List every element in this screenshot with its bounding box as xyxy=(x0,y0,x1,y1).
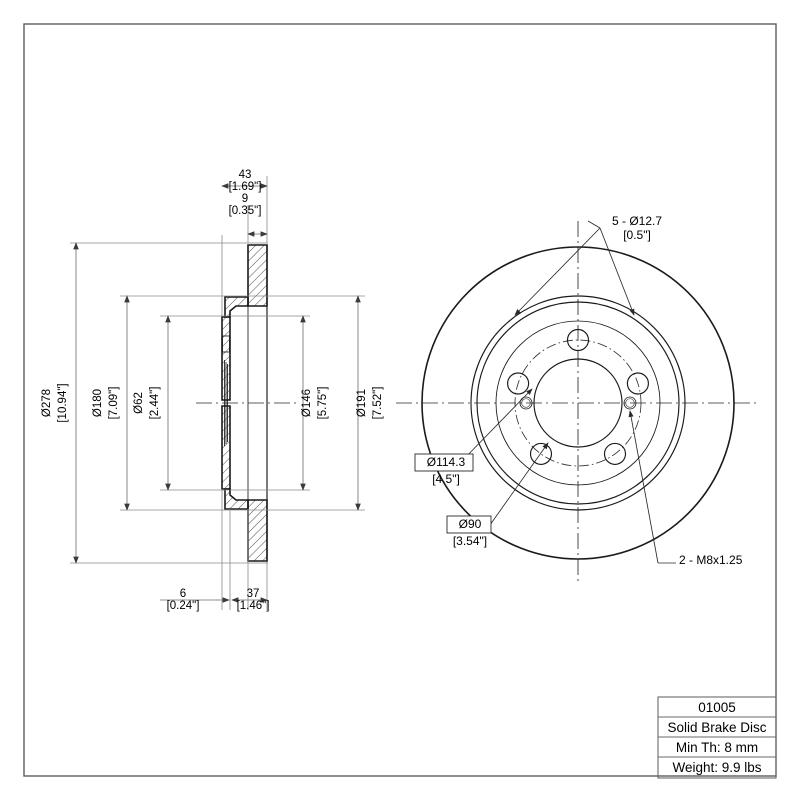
bolt-circle-callout-box xyxy=(414,453,474,472)
title-block-min-thickness: Min Th: 8 mm xyxy=(675,739,759,755)
title-block xyxy=(657,696,777,779)
front-view xyxy=(396,220,760,585)
dim-d146-metric: Ø146 xyxy=(301,388,313,418)
dim-d278-metric: Ø278 xyxy=(41,388,53,418)
callout-lug-holes-imperial: [0.5"] xyxy=(623,228,651,242)
threaded-hole xyxy=(519,396,533,410)
dim-9-metric: 9 xyxy=(241,193,249,205)
diameter-dimensions xyxy=(70,242,365,564)
dim-d180-imperial: [7.09"] xyxy=(108,386,120,420)
leader-threaded-holes xyxy=(628,410,659,564)
friction-ring-inner-circle xyxy=(470,295,686,511)
title-block-description: Solid Brake Disc xyxy=(667,719,767,735)
center-bore-callout-box xyxy=(446,515,492,534)
section-view xyxy=(70,176,365,610)
lug-hole xyxy=(507,372,530,395)
dim-9-imperial: [0.35"] xyxy=(228,205,262,217)
outer-diameter-circle xyxy=(421,246,735,560)
dim-d62-metric: Ø62 xyxy=(133,392,145,414)
lug-hole-group xyxy=(507,328,649,465)
callout-bolt-circle-imperial: [4.5"] xyxy=(432,472,460,486)
dim-d62-imperial: [2.44"] xyxy=(149,386,161,420)
dim-37-imperial: [1.46"] xyxy=(236,600,270,612)
dim-d180-metric: Ø180 xyxy=(92,388,104,418)
lug-hole xyxy=(529,442,553,465)
dim-d146-imperial: [5.75"] xyxy=(317,386,329,420)
callout-center-bore-imperial: [3.54"] xyxy=(452,534,488,548)
hat-step-circle xyxy=(495,320,661,486)
leader-lug-holes xyxy=(514,227,601,316)
lug-hole xyxy=(566,328,590,352)
dim-d191-metric: Ø191 xyxy=(356,388,368,418)
callout-lug-holes-metric: 5 - Ø12.7 xyxy=(612,214,663,228)
title-block-weight: Weight: 9.9 lbs xyxy=(672,760,762,775)
callout-bolt-circle-metric: Ø114.3 xyxy=(426,455,466,469)
dim-43-imperial: [1.69"] xyxy=(228,181,262,193)
threaded-hole xyxy=(623,396,637,410)
center-bore-circle xyxy=(533,358,623,448)
bottom-dimensions xyxy=(160,489,268,610)
threaded-hole-group xyxy=(519,396,637,410)
hat-outer-circle xyxy=(476,301,680,505)
dim-6-metric: 6 xyxy=(179,588,187,600)
sheet-border xyxy=(23,23,777,777)
title-block-part-number: 01005 xyxy=(698,699,736,715)
dim-d278-imperial: [10.94"] xyxy=(57,383,69,423)
dim-6-imperial: [0.24"] xyxy=(166,600,200,612)
dim-d191-imperial: [7.52"] xyxy=(372,386,384,420)
callout-center-bore-metric: Ø90 xyxy=(458,517,482,531)
callout-threaded-holes: 2 - M8x1.25 xyxy=(679,553,743,567)
dim-43-metric: 43 xyxy=(238,169,252,181)
leader-bolt-circle xyxy=(459,388,533,464)
lug-hole xyxy=(603,442,627,465)
rotor-section-profile xyxy=(221,244,268,562)
leader-center-bore xyxy=(489,442,549,526)
bolt-circle-centerline xyxy=(514,339,642,467)
top-dimensions xyxy=(221,176,268,316)
lug-hole xyxy=(626,372,649,395)
dim-37-metric: 37 xyxy=(246,588,260,600)
